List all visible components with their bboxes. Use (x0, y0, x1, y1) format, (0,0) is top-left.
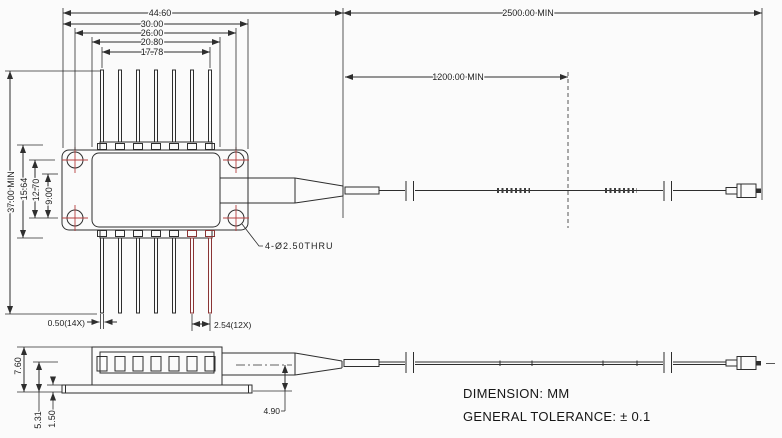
note-general-tolerance: GENERAL TOLERANCE: ± 0.1 (463, 409, 651, 424)
fiber-top-view (344, 181, 761, 201)
dim-overall-length: 44.60 (62, 7, 344, 218)
dim-label-pin-width: 0.50(14X) (48, 318, 85, 328)
dim-overall-height: 37.00 MIN (5, 70, 100, 315)
break-mark-side-1 (405, 352, 414, 373)
mounting-hole-bottom-right (223, 205, 249, 231)
loose-tube (344, 186, 380, 195)
side-pin-teeth (96, 356, 216, 372)
hole-callout: 4-Ø2.50THRU (241, 223, 334, 251)
mounting-hole-top-right (223, 147, 249, 173)
package-body (91, 152, 221, 228)
loose-tube-side (343, 359, 380, 367)
break-mark-side-2 (663, 352, 672, 373)
dim-label-fiber-total: 2500.00 MIN (502, 8, 554, 18)
break-mark-2 (663, 181, 672, 201)
top-dimensions: 44.60 30.00 26.00 20.80 17.78 (62, 7, 763, 228)
dim-label-pin-span: 17.78 (141, 47, 164, 57)
dim-pin-pitch: 2.54(12X) (191, 314, 253, 331)
dim-label-body-width: 20.80 (141, 37, 164, 47)
note-dimension-units: DIMENSION: MM (463, 386, 569, 401)
dim-flange-width: 30.00 (63, 18, 249, 149)
dim-total-height: 7.60 (12, 346, 92, 393)
cable-joints (499, 360, 638, 366)
side-body (91, 346, 223, 386)
dim-label-flange-width: 30.00 (141, 19, 164, 29)
notes-block: DIMENSION: MM GENERAL TOLERANCE: ± 0.1 (463, 386, 651, 424)
mounting-hole-bottom-left (62, 205, 88, 231)
left-dimensions: 37.00 MIN 15.64 12.70 9.00 (5, 70, 100, 315)
dim-base-thickness: 1.50 (46, 376, 62, 429)
dim-label-pin-pitch: 2.54(12X) (214, 320, 251, 330)
dim-hole-voffset: 9.00 (42, 173, 58, 218)
dim-hole-span: 26.00 (74, 27, 237, 150)
dim-pin-span: 17.78 (101, 46, 211, 68)
mounting-hole-top-left (62, 147, 88, 173)
side-dimensions: 7.60 5.31 1.50 4.90 (12, 346, 292, 430)
dim-fiber-total: 2500.00 MIN (343, 7, 763, 200)
package-side-view (61, 346, 343, 394)
base-plate (61, 384, 253, 394)
dim-label-total-height: 7.60 (13, 357, 23, 375)
pin-row-top (97, 69, 215, 151)
dim-hole-vspan: 12.70 (29, 159, 58, 219)
fiber-connector-top (725, 183, 761, 198)
fiber-connector-side (725, 356, 776, 370)
dim-label-fiber-first: 1200.00 MIN (432, 72, 484, 82)
hole-callout-label: 4-Ø2.50THRU (265, 241, 334, 251)
dim-label-axis-height: 5.31 (33, 411, 43, 429)
dim-axis-to-base: 4.90 (253, 365, 292, 417)
dim-label-flange-height: 15.64 (19, 178, 29, 201)
dim-label-hole-span: 26.00 (141, 28, 164, 38)
dim-body-width: 20.80 (91, 36, 221, 147)
dim-label-hole-vspan: 12.70 (31, 179, 41, 202)
red-pins (190, 237, 212, 314)
dim-label-overall-length: 44.60 (149, 8, 172, 18)
fiber-snout-side (222, 352, 343, 376)
dim-pin-width: 0.50(14X) (46, 314, 117, 329)
bottom-dimensions: 0.50(14X) 2.54(12X) (46, 314, 253, 331)
dim-flange-height: 15.64 (17, 144, 43, 239)
dim-axis-height: 5.31 (32, 361, 58, 430)
dim-label-overall-height: 37.00 MIN (6, 171, 16, 213)
fiber-snout-top (220, 177, 344, 204)
break-mark-1 (405, 181, 414, 201)
package-top-view (61, 69, 344, 314)
cable-lines (379, 361, 726, 365)
dim-label-axis-to-base: 4.90 (263, 406, 280, 416)
dim-label-hole-voffset: 9.00 (44, 187, 54, 205)
dim-label-base-thickness: 1.50 (47, 410, 57, 428)
side-pin-header (99, 351, 215, 374)
fiber-side-view (343, 352, 776, 373)
dim-fiber-first: 1200.00 MIN (345, 71, 569, 228)
pin-row-bottom (97, 229, 215, 314)
